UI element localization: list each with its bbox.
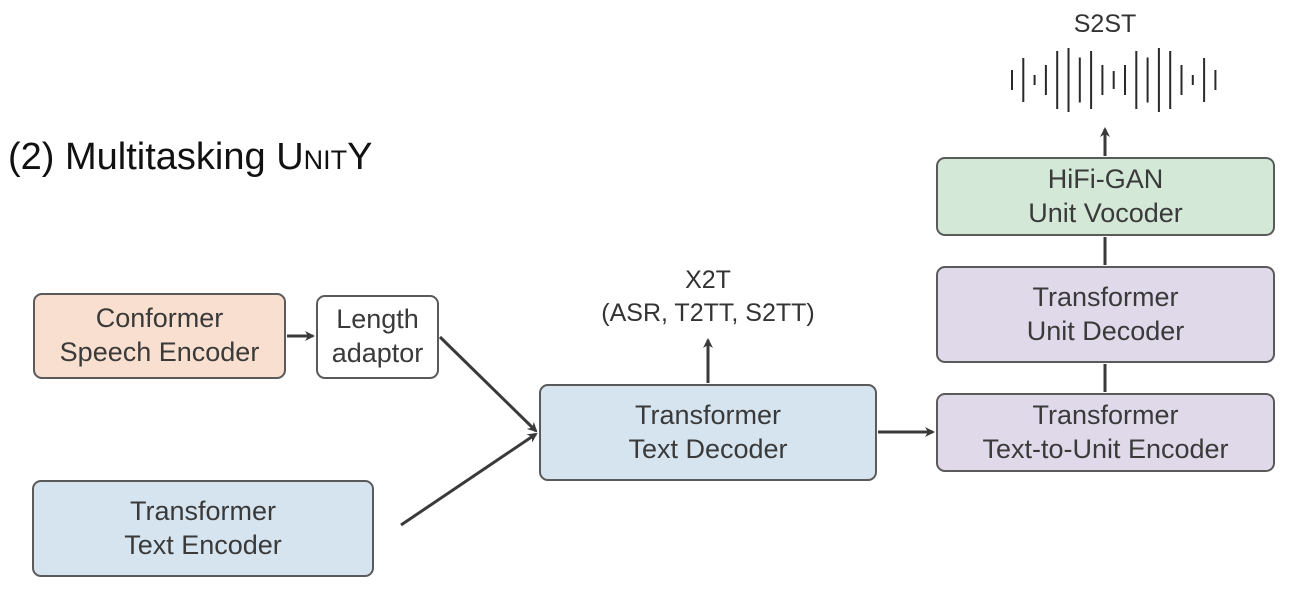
box-line1: Transformer bbox=[634, 399, 782, 430]
box-line2: Unit Decoder bbox=[1026, 315, 1185, 346]
box-line1: Transformer bbox=[1032, 281, 1179, 312]
box-line2: Speech Encoder bbox=[59, 337, 260, 367]
length-adaptor-box: Length adaptor bbox=[316, 295, 439, 379]
box-line1: Length bbox=[336, 304, 419, 335]
s2st-output-label: S2ST bbox=[1073, 10, 1137, 38]
transformer-text-encoder-box: Transformer Text Encoder bbox=[32, 480, 374, 577]
x2t-output-label: X2T (ASR, T2TT, S2TT) bbox=[578, 264, 838, 329]
box-line1: HiFi-GAN bbox=[1047, 163, 1164, 194]
box-line1: Conformer bbox=[95, 303, 224, 334]
box-line2: Text-to-Unit Encoder bbox=[982, 433, 1229, 464]
title-prefix: (2) Multitasking bbox=[8, 136, 277, 178]
x2t-tasks: (ASR, T2TT, S2TT) bbox=[601, 298, 815, 327]
x2t-title: X2T bbox=[685, 266, 731, 294]
transformer-text-to-unit-encoder-box: Transformer Text-to-Unit Encoder bbox=[936, 393, 1275, 472]
diagram-title: (2) Multitasking UnitY bbox=[8, 136, 372, 179]
box-line2: Text Encoder bbox=[124, 529, 282, 560]
model-name: UnitY bbox=[276, 136, 373, 178]
arrow-length-adaptor-to-text-decoder bbox=[438, 335, 538, 433]
transformer-unit-decoder-box: Transformer Unit Decoder bbox=[936, 266, 1275, 363]
box-line1: Transformer bbox=[129, 495, 277, 526]
transformer-text-decoder-box: Transformer Text Decoder bbox=[539, 384, 877, 481]
waveform-icon bbox=[1011, 48, 1217, 112]
box-line1: Transformer bbox=[1032, 399, 1179, 430]
arrow-text-encoder-to-text-decoder bbox=[400, 432, 538, 527]
conformer-speech-encoder-box: Conformer Speech Encoder bbox=[33, 293, 286, 379]
box-line2: adaptor bbox=[331, 338, 424, 368]
box-line2: Text Decoder bbox=[628, 433, 788, 464]
hifigan-unit-vocoder-box: HiFi-GAN Unit Vocoder bbox=[936, 157, 1275, 236]
box-line2: Unit Vocoder bbox=[1028, 197, 1183, 228]
